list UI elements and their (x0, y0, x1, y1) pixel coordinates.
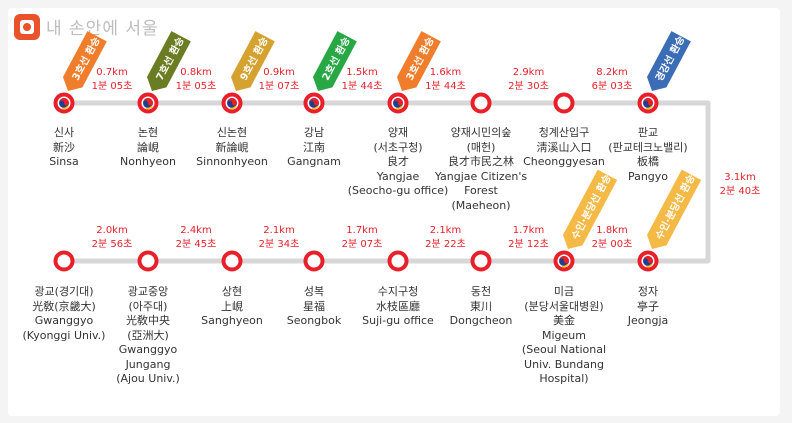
station-label-bottom-2: 상현 上峴 Sanghyeon (201, 285, 263, 327)
station-bottom-6-taegeuk-red (559, 256, 569, 264)
station-bottom-7-taegeuk-yellow (645, 263, 653, 268)
transfer-tag-shape (312, 31, 357, 91)
segment-label-top-6: 8.2km 6분 03초 (591, 67, 633, 92)
station-bottom-1-ring (137, 250, 159, 272)
station-label-top-0: 신사 新沙 Sinsa (49, 126, 79, 168)
station-label-bottom-4: 수지구청 水枝區廳 Suji-gu office (362, 285, 434, 327)
station-label-top-6: 청계산입구 淸溪山入口 Cheonggyesan (523, 126, 605, 168)
station-label-bottom-5: 동천 東川 Dongcheon (449, 285, 513, 327)
transfer-tag-shape (646, 31, 691, 91)
station-label-top-1: 논현 論峴 Nonhyeon (120, 126, 176, 168)
segment-label-top-5: 2.9km 2분 30초 (508, 67, 549, 92)
station-bottom-3-ring (303, 250, 325, 272)
segment-label-bottom-5: 1.7km 2분 12초 (508, 225, 549, 250)
seoul-app-logo (14, 14, 40, 40)
station-bottom-2-ring (221, 250, 243, 272)
station-label-bottom-6: 미금 (분당서울대병원) 美金 Migeum (Seoul National U… (521, 285, 607, 385)
segment-label-top-3: 1.5km 1분 44초 (341, 67, 383, 92)
segment-label-top-4: 1.6km 1분 44초 (425, 67, 466, 92)
station-top-2-taegeuk-yellow (229, 105, 237, 110)
segment-label-bottom-4: 2.1km 2분 22초 (425, 225, 466, 250)
station-label-top-7: 판교 (판교테크노밸리) 板橋 Pangyo (608, 126, 688, 183)
segment-label-top-2: 0.9km 1분 07초 (258, 67, 300, 92)
transfer-tag-shape (62, 31, 107, 91)
segment-label-bottom-1: 2.4km 2분 45초 (175, 225, 217, 250)
station-top-1-taegeuk-yellow (145, 105, 153, 110)
station-label-bottom-0: 광교(경기대) 光敎(京畿大) Gwanggyo (Kyonggi Univ.) (22, 285, 106, 342)
segment-label-turn: 3.1km 2분 40초 (719, 172, 761, 197)
station-top-0-taegeuk-red (59, 98, 69, 106)
station-bottom-7-taegeuk-red (643, 256, 653, 264)
station-label-top-5: 양재시민의숲 (매헌) 良才市民之林 Yangjae Citizen's For… (434, 126, 528, 212)
station-label-top-4: 양재 (서초구청) 良才 Yangjae (Seocho-gu office) (347, 126, 449, 197)
transfer-tag-top-7: 경강선 환승 (646, 31, 691, 91)
station-top-2-taegeuk-red (227, 98, 237, 106)
segment-label-bottom-6: 1.8km 2분 00초 (591, 225, 633, 250)
station-top-4-taegeuk-red (393, 98, 403, 106)
station-top-0-taegeuk-yellow (61, 105, 69, 110)
segment-label-top-1: 0.8km 1분 05초 (175, 67, 217, 92)
route-line (64, 100, 711, 264)
station-top-1-taegeuk-red (143, 98, 153, 106)
station-label-top-3: 강남 江南 Gangnam (287, 126, 341, 168)
transfer-tag-shape (230, 31, 275, 91)
station-top-4-taegeuk-yellow (395, 105, 403, 110)
station-top-7-taegeuk-red (643, 98, 653, 106)
station-label-bottom-1: 광교중앙 (아주대) 光敎中央 (亞洲大) Gwanggyo Jungang (… (116, 285, 180, 385)
station-label-bottom-7: 정자 亭子 Jeongja (627, 285, 669, 327)
transfer-tag-shape (146, 31, 191, 91)
station-top-5-ring (470, 92, 492, 114)
station-bottom-6-taegeuk-yellow (561, 263, 569, 268)
station-top-7-taegeuk-yellow (645, 105, 653, 110)
segment-label-top-0: 0.7km 1분 05초 (91, 67, 133, 92)
station-top-3-taegeuk-red (309, 98, 319, 106)
station-bottom-5-ring (470, 250, 492, 272)
station-top-3-taegeuk-yellow (311, 105, 319, 110)
segment-label-bottom-0: 2.0km 2분 56초 (91, 225, 133, 250)
station-bottom-4-ring (387, 250, 409, 272)
watermark-text: 내 손안에 서울 (46, 19, 159, 39)
transfer-tag-shape (396, 31, 441, 91)
station-label-top-2: 신논현 新論峴 Sinnonhyeon (196, 126, 268, 168)
transfer-tag-shape (562, 169, 618, 249)
station-bottom-0-ring (53, 250, 75, 272)
station-label-bottom-3: 성복 星福 Seongbok (286, 285, 342, 327)
station-top-6-ring (553, 92, 575, 114)
transfer-tag-shape (646, 169, 702, 249)
segment-label-bottom-3: 1.7km 2분 07초 (341, 225, 383, 250)
segment-label-bottom-2: 2.1km 2분 34초 (258, 225, 300, 250)
